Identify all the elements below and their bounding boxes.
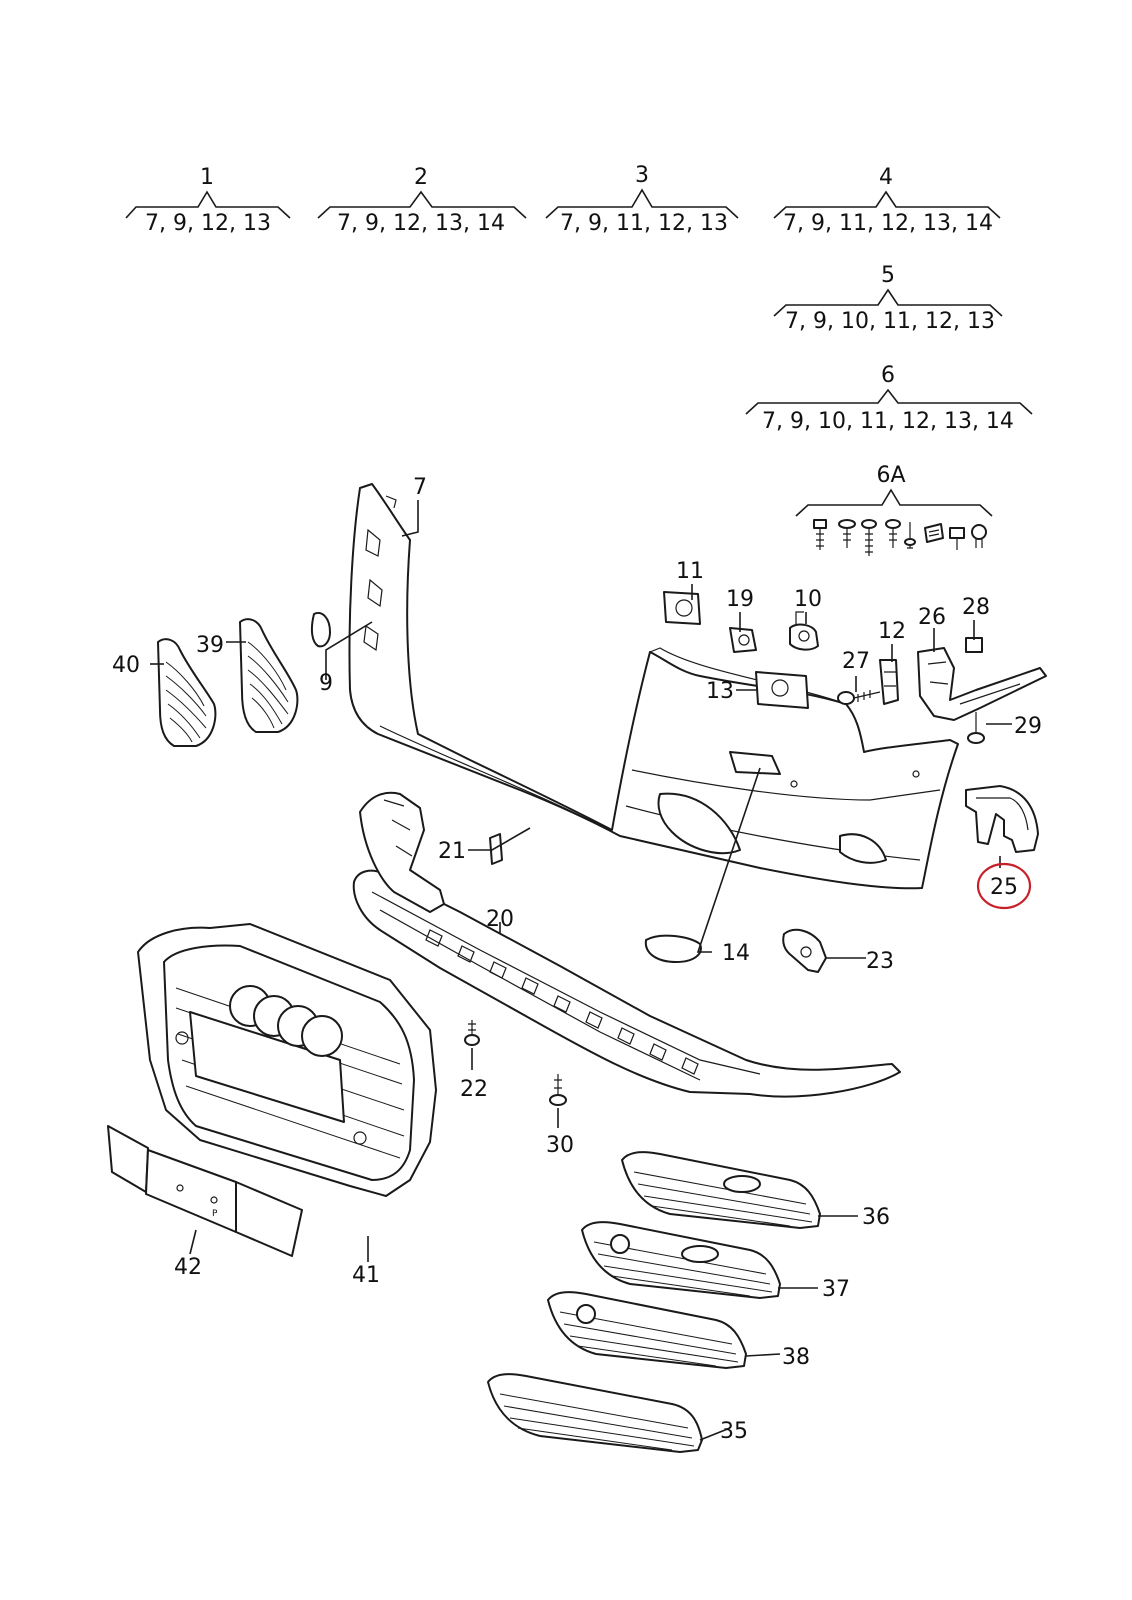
kit-contents: 7, 9, 10, 11, 12, 13 [785,309,995,334]
kit-5: 5 7, 9, 10, 11, 12, 13 [773,263,1003,334]
washer-jet-cap-14 [644,934,702,963]
kit-number: 1 [200,165,214,190]
absorber-ribs [425,929,699,1075]
highlight-circle [976,862,1032,910]
tow-eye-cap [310,612,331,648]
part-label: 30 [546,1133,574,1158]
kit-contents: 7, 9, 12, 13 [145,211,271,236]
kit-6a: 6A [795,463,993,556]
kit-contents: 7, 9, 10, 11, 12, 13, 14 [762,409,1014,434]
part-label: 12 [878,619,906,644]
part-label: 19 [726,587,754,612]
fog-grille-35 [487,1373,703,1453]
part-label: 39 [196,633,224,658]
upper-bracket [359,791,445,913]
part-label: 20 [486,907,514,932]
part-label: 22 [460,1077,488,1102]
part-label: 9 [319,671,333,696]
part-label: 27 [842,649,870,674]
part-label: 38 [782,1345,810,1370]
part-label: 41 [352,1263,380,1288]
part-label: 29 [1014,714,1042,739]
bracket-12 [879,659,899,705]
part-label: 23 [866,949,894,974]
part-label: 37 [822,1277,850,1302]
kit-number: 6A [876,463,905,488]
guide-bracket-26 [917,647,1047,721]
license-plate-base: P [107,1125,303,1257]
sensor-holder-13 [755,671,809,709]
bracket-23 [782,928,827,973]
screw-30 [549,1074,567,1106]
side-bracket-25 [965,785,1039,853]
sensor-mount-10 [789,611,819,651]
kit-2: 2 7, 9, 12, 13, 14 [317,165,527,236]
part-label: 7 [413,475,427,500]
part-label: 35 [720,1419,748,1444]
kit-number: 2 [414,165,428,190]
kit-contents: 7, 9, 11, 12, 13 [560,211,728,236]
plate-mark: P [212,1209,218,1219]
kit-1: 1 7, 9, 12, 13 [125,165,291,236]
clip-28 [965,637,983,653]
bumper-cover [348,483,959,890]
kit-3: 3 7, 9, 11, 12, 13 [545,163,739,236]
fog-grille-38 [547,1291,747,1369]
part-label: 26 [918,605,946,630]
part-label: 40 [112,653,140,678]
part-label: 11 [676,559,704,584]
fastener-set-icon [813,519,987,556]
part-label: 13 [706,679,734,704]
kit-contents: 7, 9, 11, 12, 13, 14 [783,211,993,236]
front-grille [137,923,437,1197]
clip-19 [729,627,757,653]
part-label: 21 [438,839,466,864]
kit-number: 5 [881,263,895,288]
kit-4: 4 7, 9, 11, 12, 13, 14 [773,165,1001,236]
kit-number: 3 [635,163,649,188]
side-vent-left-40 [157,638,217,747]
bolt-29 [967,712,985,744]
part-label: 36 [862,1205,890,1230]
part-label: 28 [962,595,990,620]
part-labels: 7 9 11 19 10 12 26 28 27 13 29 40 39 21 … [112,475,1042,1444]
kit-number: 6 [881,363,895,388]
kit-number: 4 [879,165,893,190]
kit-6: 6 7, 9, 10, 11, 12, 13, 14 [745,363,1033,434]
part-label: 42 [174,1255,202,1280]
brand-rings-logo [229,985,343,1057]
side-vent-right-39 [239,618,299,733]
part-label: 25 [990,875,1018,900]
spacer-21 [489,833,503,865]
part-label: 14 [722,941,750,966]
fog-grille-36 [621,1151,821,1229]
sensor-holder-11 [663,591,701,625]
leader-lines [150,500,1012,1441]
screw-22 [464,1020,480,1046]
kit-contents: 7, 9, 12, 13, 14 [337,211,505,236]
fog-grille-37 [581,1221,781,1299]
part-label: 10 [794,587,822,612]
bolt-27 [837,690,881,705]
